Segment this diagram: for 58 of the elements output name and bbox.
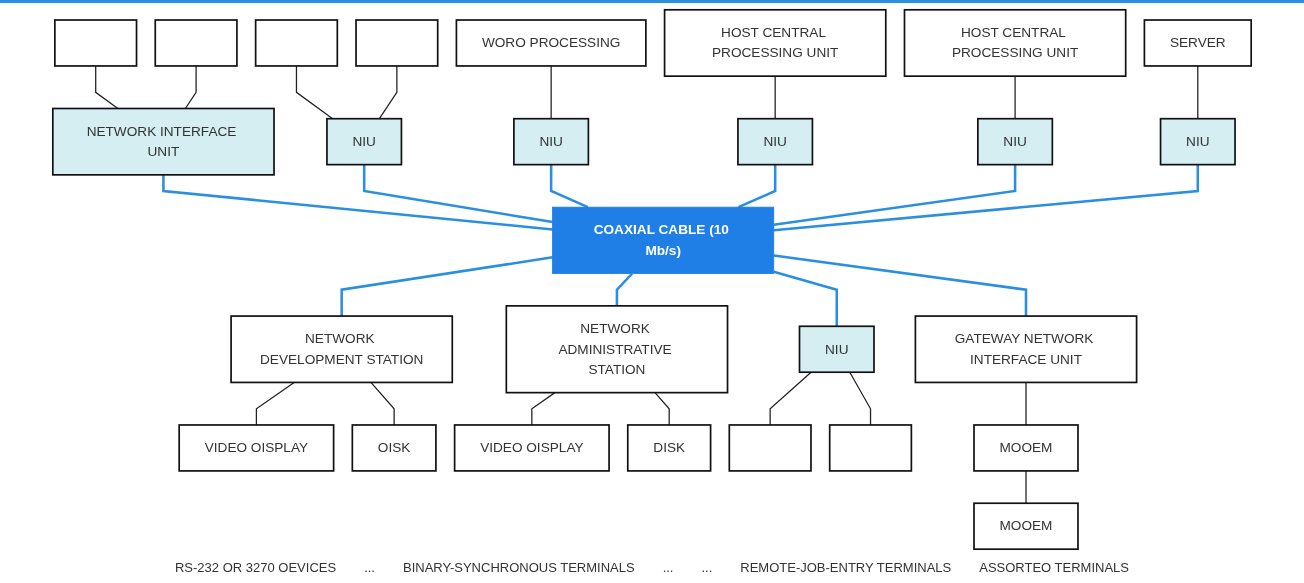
group-caption: BINARY-SYNCHRONOUS TERMINALS — [402, 560, 635, 575]
connector — [550, 65, 552, 120]
node-box: NETWORK DEVELOPMENT STATION — [230, 315, 454, 384]
node-box: MOOEM — [973, 502, 1079, 551]
node-box: WORO PROCESSING — [455, 19, 647, 67]
node-box: NIU — [513, 117, 590, 166]
ellipsis-mark: ... — [701, 560, 713, 575]
node-box — [355, 19, 439, 67]
node-box: NIU — [737, 117, 814, 166]
node-box: NIU — [798, 325, 875, 374]
node-box: NIU — [1159, 117, 1236, 166]
node-box — [728, 424, 812, 472]
connector — [849, 371, 872, 426]
node-box: NIU — [326, 117, 403, 166]
connector — [773, 164, 1200, 232]
node-box — [254, 19, 339, 67]
connector — [773, 254, 1028, 317]
group-caption: REMOTE-JOB-ENTRY TERMINALS — [740, 560, 952, 575]
node-box — [154, 19, 238, 67]
node-box: SERVER — [1143, 19, 1253, 67]
node-box: MOOEM — [973, 424, 1079, 472]
connector — [340, 256, 553, 317]
node-box — [54, 19, 138, 67]
ellipsis-mark: ... — [364, 560, 375, 575]
node-box — [828, 424, 913, 472]
connector — [362, 164, 553, 224]
connector — [1025, 470, 1027, 504]
connector — [769, 371, 812, 426]
node-box: COAXIAL CABLE (10 Mb/s) — [552, 206, 775, 274]
node-box: VIDEO OISPLAY — [453, 424, 610, 472]
node-box: DISK — [626, 424, 712, 472]
connector — [162, 174, 553, 231]
connector — [615, 272, 633, 306]
connector — [654, 392, 670, 426]
connector — [1197, 65, 1199, 120]
connector — [370, 381, 395, 426]
node-box: NIU — [977, 117, 1054, 166]
connector — [255, 381, 295, 426]
group-caption: ASSORTEO TERMINALS — [979, 560, 1129, 575]
connector — [1014, 75, 1016, 120]
connector — [773, 164, 1017, 227]
node-box: HOST CENTRAL PROCESSING UNIT — [663, 8, 887, 77]
connector — [184, 65, 197, 110]
node-box: GATEWAY NETWORK INTERFACE UNIT — [914, 315, 1138, 384]
connector — [295, 65, 334, 120]
node-box: OISK — [351, 424, 437, 472]
connector — [1025, 381, 1027, 426]
ellipsis-mark: ... — [662, 560, 674, 575]
connector — [774, 75, 776, 120]
group-caption: RS-232 OR 3270 OEVICES — [175, 560, 337, 575]
node-box: NETWORK INTERFACE UNIT — [51, 107, 275, 176]
connector — [95, 65, 119, 110]
node-box: VIDEO OISPLAY — [178, 424, 335, 472]
node-box: NETWORK ADMINISTRATIVE STATION — [505, 305, 729, 394]
connector — [378, 65, 398, 120]
node-box: HOST CENTRAL PROCESSING UNIT — [903, 8, 1127, 77]
connector — [531, 392, 556, 426]
connector — [773, 270, 839, 327]
